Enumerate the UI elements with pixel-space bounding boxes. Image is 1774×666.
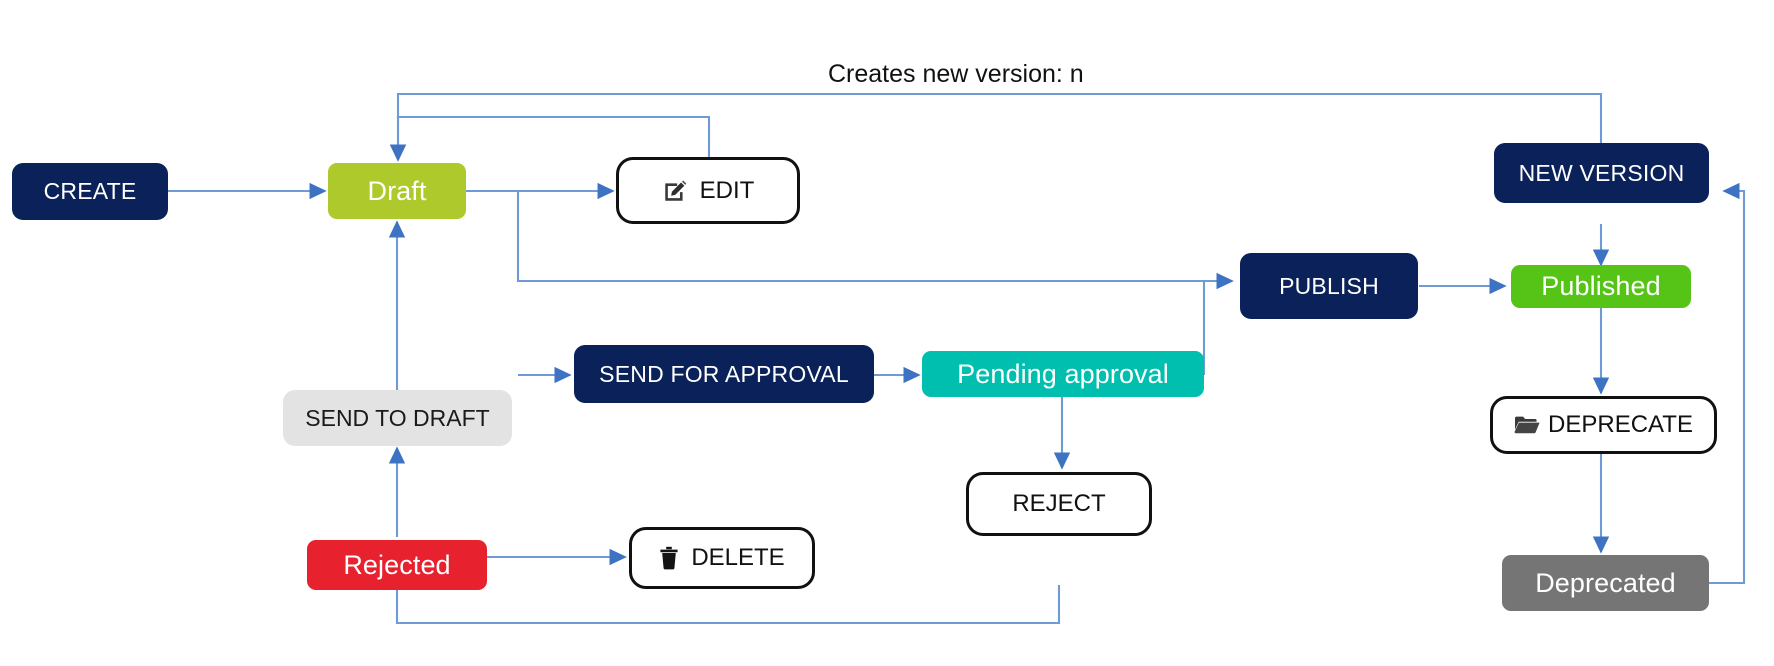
node-publish[interactable]: PUBLISH bbox=[1240, 253, 1418, 319]
edge-deprecated-to-newversion bbox=[1709, 182, 1746, 585]
node-send-to-draft[interactable]: SEND TO DRAFT bbox=[283, 390, 512, 446]
node-draft[interactable]: Draft bbox=[328, 163, 466, 219]
node-send-for-approval[interactable]: SEND FOR APPROVAL bbox=[574, 345, 874, 403]
node-rejected-label: Rejected bbox=[343, 549, 451, 580]
edge-newversion-to-draft bbox=[389, 92, 1603, 162]
node-new-version[interactable]: NEW VERSION bbox=[1494, 143, 1709, 203]
node-published-label: Published bbox=[1541, 271, 1661, 301]
edge-pending-to-publish bbox=[1202, 272, 1234, 375]
trash-icon bbox=[659, 546, 679, 570]
node-deprecated[interactable]: Deprecated bbox=[1502, 555, 1709, 611]
node-create-label: CREATE bbox=[43, 178, 137, 204]
edit-pencil-icon bbox=[662, 178, 688, 204]
edge-label-creates-new-version: Creates new version: n bbox=[828, 60, 1084, 88]
node-deprecate-label: DEPRECATE bbox=[1548, 411, 1693, 438]
node-edit-label: EDIT bbox=[699, 176, 755, 204]
node-published[interactable]: Published bbox=[1511, 265, 1691, 308]
edge-edit-to-draft bbox=[389, 115, 711, 162]
node-pending-approval-label: Pending approval bbox=[957, 358, 1169, 389]
node-draft-label: Draft bbox=[367, 175, 427, 206]
node-rejected[interactable]: Rejected bbox=[307, 540, 487, 590]
node-reject-label: REJECT bbox=[1012, 490, 1106, 517]
node-new-version-label: NEW VERSION bbox=[1518, 159, 1685, 186]
node-send-to-draft-label: SEND TO DRAFT bbox=[305, 404, 490, 431]
folder-open-icon bbox=[1514, 415, 1540, 435]
node-send-for-approval-label: SEND FOR APPROVAL bbox=[599, 360, 849, 387]
node-delete-label: DELETE bbox=[691, 544, 785, 571]
node-publish-label: PUBLISH bbox=[1279, 272, 1379, 299]
node-reject[interactable]: REJECT bbox=[966, 472, 1152, 536]
node-edit[interactable]: EDIT bbox=[616, 157, 800, 224]
node-deprecate[interactable]: DEPRECATE bbox=[1490, 396, 1717, 454]
node-pending-approval[interactable]: Pending approval bbox=[922, 351, 1204, 397]
node-create[interactable]: CREATE bbox=[12, 163, 168, 220]
node-deprecated-label: Deprecated bbox=[1535, 567, 1676, 598]
node-delete[interactable]: DELETE bbox=[629, 527, 815, 589]
